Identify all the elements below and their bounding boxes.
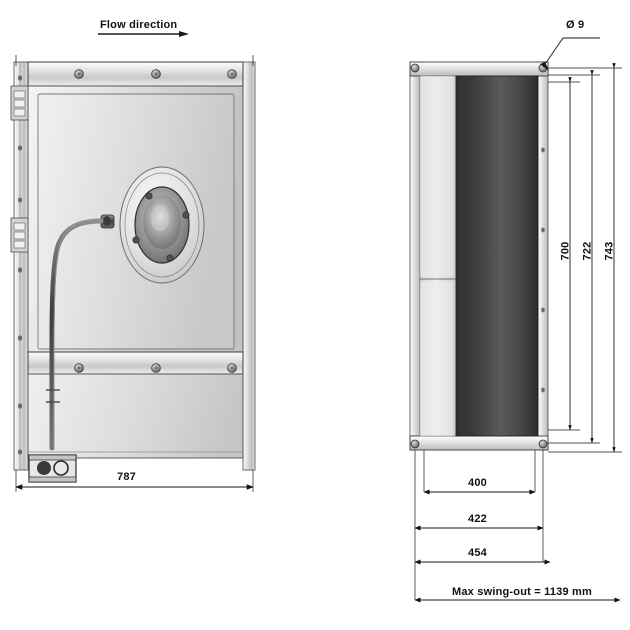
junction-box <box>28 454 77 483</box>
dim-787 <box>15 470 254 492</box>
dim-422-label: 422 <box>468 513 487 525</box>
dim-743-label: 743 <box>603 241 616 261</box>
side-rail-fixings <box>541 147 545 393</box>
dim-700-label: 700 <box>559 241 572 261</box>
cable-gland <box>100 214 115 229</box>
flow-direction-indicator <box>98 31 189 37</box>
side-view-group <box>409 37 622 603</box>
flow-direction-label: Flow direction <box>100 19 178 31</box>
dim-400-label: 400 <box>468 477 487 489</box>
hinge-upper <box>10 85 29 121</box>
impeller-bolts <box>132 192 190 262</box>
diameter-leader <box>540 37 600 71</box>
front-bottom-bolts <box>74 363 237 373</box>
side-corner-bolts <box>410 63 548 449</box>
dim-454-label: 454 <box>468 547 487 559</box>
max-swing-out-label: Max swing-out = 1139 mm <box>452 586 593 598</box>
impeller-assembly <box>119 166 205 284</box>
diameter-9-label: Ø 9 <box>566 19 585 31</box>
dim-787-label: 787 <box>117 471 136 483</box>
front-view-group <box>10 55 256 492</box>
left-stile-fixings <box>17 75 23 455</box>
hinge-lower <box>10 217 29 253</box>
front-top-bolts <box>74 69 237 79</box>
dim-722-label: 722 <box>581 241 594 261</box>
horizontal-dimensions <box>414 450 621 603</box>
vertical-dimensions <box>548 63 622 453</box>
power-cable <box>49 218 104 451</box>
